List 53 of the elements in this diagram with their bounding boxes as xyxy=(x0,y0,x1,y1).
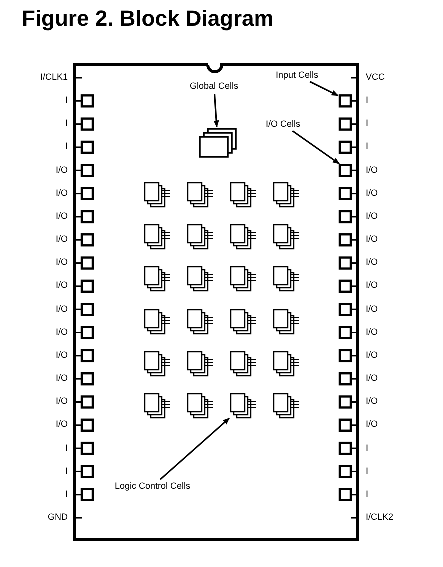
leader-line xyxy=(292,130,340,165)
pin-label: VCC xyxy=(366,72,386,83)
pin-label: I/O xyxy=(56,188,68,199)
pin-label: I xyxy=(65,95,68,106)
figure-title: Figure 2. Block Diagram xyxy=(22,6,274,32)
pin-label: I/O xyxy=(56,210,68,222)
pin-label: I xyxy=(366,95,369,106)
leader-line xyxy=(310,81,339,97)
pin-label: I xyxy=(366,141,369,152)
pin-label: I/O xyxy=(366,326,378,338)
pin-label: I/O xyxy=(366,396,378,408)
callout-label: Input Cells xyxy=(276,70,319,81)
pin-label: I xyxy=(366,466,369,477)
pin-label: I/O xyxy=(56,350,68,361)
pin-label: I/O xyxy=(56,419,68,430)
pin-label: I/CLK1 xyxy=(40,72,68,83)
logic-cell-icon xyxy=(230,393,256,419)
pin-label: I xyxy=(65,118,68,130)
global-cell-icon xyxy=(199,128,237,158)
pin-cell-icon xyxy=(338,94,358,108)
pin-label: I/O xyxy=(56,280,68,292)
leader-line xyxy=(160,418,230,480)
pin-label: I/O xyxy=(366,350,378,361)
pin-label: I/O xyxy=(366,164,378,176)
leader-line xyxy=(214,94,220,128)
pin-cell-icon xyxy=(338,164,358,178)
pin-label: I xyxy=(65,442,68,454)
pin-label: I xyxy=(366,488,369,500)
pin-label: I/O xyxy=(366,373,378,384)
pin-label: I xyxy=(366,442,369,454)
pin-label: I/O xyxy=(366,234,378,246)
pin-label: I/O xyxy=(56,373,68,384)
pin-label: I xyxy=(366,118,369,130)
pin-label: I/O xyxy=(366,257,378,268)
pin-label: I/O xyxy=(56,164,68,176)
pin-label: I xyxy=(65,488,68,500)
pin-label: I xyxy=(65,466,68,477)
pin-label: I/O xyxy=(56,304,68,315)
pin-label: I/O xyxy=(56,257,68,268)
pin-label: I/CLK2 xyxy=(366,512,394,524)
pin-label: I/O xyxy=(56,326,68,338)
callout-label: Global Cells xyxy=(190,81,239,92)
callout-label: I/O Cells xyxy=(266,119,301,130)
pin-label: I/O xyxy=(366,304,378,315)
pin-label: I/O xyxy=(366,210,378,222)
pin-label: I/O xyxy=(56,396,68,408)
callout-label: Logic Control Cells xyxy=(115,481,191,492)
pin-label: I/O xyxy=(366,188,378,199)
pin-label: GND xyxy=(48,512,68,524)
pin-label: I xyxy=(65,141,68,152)
pin-label: I/O xyxy=(366,419,378,430)
pin-label: I/O xyxy=(56,234,68,246)
pin-label: I/O xyxy=(366,280,378,292)
